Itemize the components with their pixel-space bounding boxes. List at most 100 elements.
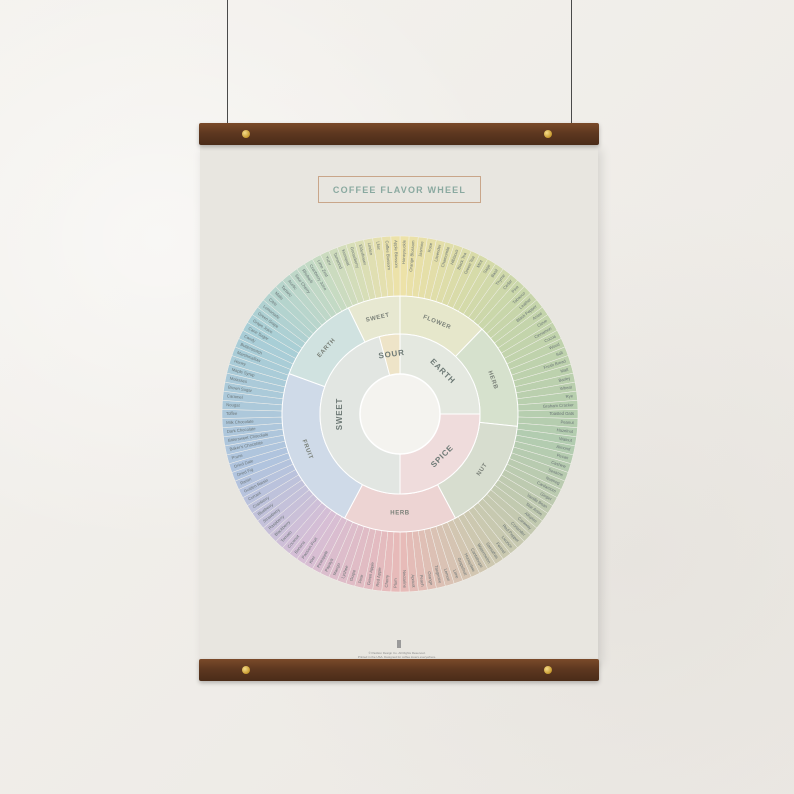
outer-flavor-label: Barley (558, 375, 572, 383)
outer-flavor-label: Cashew (551, 460, 568, 470)
outer-flavor-label: Cocoa (544, 333, 558, 343)
outer-flavor-label: Peanut (560, 419, 574, 425)
outer-flavor-label: Milk Chocolate (226, 419, 254, 425)
outer-flavor-label: Apricot (410, 574, 416, 588)
poster-title-frame: COFFEE FLAVOR WHEEL (318, 176, 481, 203)
outer-flavor-label: Honeysuckle (401, 239, 407, 264)
outer-flavor-label: Mango (332, 562, 342, 576)
outer-flavor-label: Candy (243, 334, 257, 344)
outer-flavor-label: Honey (234, 358, 248, 367)
outer-flavor-label: Orange Blossom (408, 240, 415, 272)
outer-flavor-label: Anise (532, 310, 544, 321)
middle-category-label: SWEET (365, 312, 390, 323)
outer-flavor-label: Grapefruit (457, 557, 469, 577)
outer-flavor-label: Basil (490, 268, 499, 278)
outer-flavor-label: Kiwi (308, 555, 316, 564)
hanging-wire-right (571, 0, 572, 128)
outer-flavor-label: Hibiscus (449, 249, 459, 266)
outer-flavor-label: Linden (367, 242, 374, 256)
outer-flavor-label: Lychee (340, 564, 349, 579)
top-wood-hanger (199, 123, 599, 145)
brass-pin-icon (544, 666, 552, 674)
outer-flavor-label: Nougat (226, 402, 241, 408)
outer-flavor-label: Rye (565, 393, 574, 399)
outer-flavor-label: Toasted Oats (549, 411, 574, 416)
outer-flavor-label: Sage (482, 263, 492, 275)
brass-pin-icon (544, 130, 552, 138)
outer-flavor-label: Cedar (502, 278, 514, 290)
outer-flavor-label: Red Apple (375, 566, 383, 586)
outer-flavor-label: Ginger (539, 491, 553, 502)
outer-flavor-label: Lilac (376, 241, 382, 250)
inner-category-label: SOUR (378, 348, 405, 361)
outer-flavor-label: Pear (357, 573, 364, 583)
outer-flavor-label: Black Tea (456, 251, 468, 270)
outer-flavor-label: Orange (427, 571, 435, 586)
inner-category-label: SWEET (335, 398, 344, 430)
outer-flavor-label: Coffee Blossom (384, 240, 391, 270)
outer-flavor-label: Brown Sugar (228, 384, 253, 393)
outer-flavor-label: Peach (419, 574, 426, 587)
brass-pin-icon (242, 666, 250, 674)
brass-pin-icon (242, 130, 250, 138)
outer-flavor-label: Molasses (229, 376, 247, 385)
outer-flavor-label: Grape (349, 568, 357, 581)
outer-flavor-label: Lime (452, 569, 460, 580)
outer-flavor-label: Gooseberry (349, 246, 360, 269)
outer-flavor-label: Currant (247, 490, 262, 502)
outer-flavor-label: Clove (536, 318, 548, 328)
outer-flavor-label: Dried Fig (236, 466, 254, 477)
outer-flavor-label: Nectarine (402, 570, 407, 589)
outer-flavor-label: Malic (274, 290, 284, 300)
outer-flavor-label: Fennel (495, 541, 507, 554)
outer-flavor-label: Raisin (239, 476, 252, 486)
outer-flavor-label: Lavender (433, 243, 442, 262)
outer-flavor-label: Pecan (556, 452, 569, 460)
middle-category-label: HERB (390, 511, 409, 517)
outer-flavor-label: Graham Cracker (543, 402, 575, 409)
wheel-center (359, 373, 441, 455)
outer-flavor-label: Maple Syrup (231, 367, 256, 378)
outer-flavor-label: Fresh Bread (543, 358, 567, 370)
hanging-wire-left (227, 0, 228, 128)
outer-flavor-label: Malt (560, 367, 570, 374)
outer-flavor-label: Sesame (548, 467, 565, 477)
poster-title: COFFEE FLAVOR WHEEL (332, 184, 467, 195)
footer-copyright: © Pavilion Design Co. All Rights Reserve… (368, 651, 426, 655)
outer-flavor-label: Acetic (287, 279, 298, 291)
outer-flavor-label: Tangerine (434, 565, 443, 585)
outer-flavor-label: Wheat (560, 384, 574, 391)
outer-flavor-label: Pine (510, 284, 520, 294)
outer-flavor-label: Plum (393, 578, 398, 588)
outer-flavor-label: Papaya (324, 557, 335, 573)
outer-flavor-label: Dark Chocolate (227, 426, 257, 434)
outer-flavor-label: Salt (555, 350, 564, 358)
outer-flavor-label: Elderflower (358, 244, 368, 266)
outer-flavor-label: Prune (231, 453, 244, 461)
outer-flavor-label: Cherry (384, 574, 390, 588)
outer-flavor-label: Tamarind (332, 252, 343, 270)
outer-flavor-label: Nutmeg (545, 475, 561, 486)
outer-flavor-label: Dried Date (233, 458, 254, 469)
outer-flavor-label: Wood (548, 341, 561, 350)
outer-flavor-label: Hazelnut (556, 427, 574, 434)
outer-flavor-label: Yuzu (324, 255, 333, 266)
outer-flavor-label: Baker's Chocolate (229, 440, 264, 452)
brand-logo-icon (397, 640, 401, 648)
outer-flavor-label: Bittersweet Chocolate (228, 432, 270, 443)
outer-flavor-label: Citric (268, 297, 278, 307)
outer-flavor-label: Kumquat (341, 249, 352, 267)
bottom-wood-hanger (199, 659, 599, 681)
outer-flavor-label: Toffee (226, 411, 238, 416)
footer-print-note: Printed in the USA. Designed for coffee … (357, 655, 437, 659)
outer-flavor-label: Walnut (559, 436, 573, 443)
outer-flavor-label: Jasmine (417, 240, 424, 257)
outer-flavor-label: Caramel (227, 393, 243, 400)
outer-flavor-label: Chamomile (440, 245, 451, 267)
outer-flavor-label: Lemon (443, 568, 452, 582)
outer-flavor-label: Apple Blossom (393, 240, 399, 269)
outer-flavor-label: Green Apple (366, 561, 375, 585)
outer-flavor-label: Almond (556, 444, 572, 452)
outer-flavor-label: Rose (427, 242, 434, 253)
